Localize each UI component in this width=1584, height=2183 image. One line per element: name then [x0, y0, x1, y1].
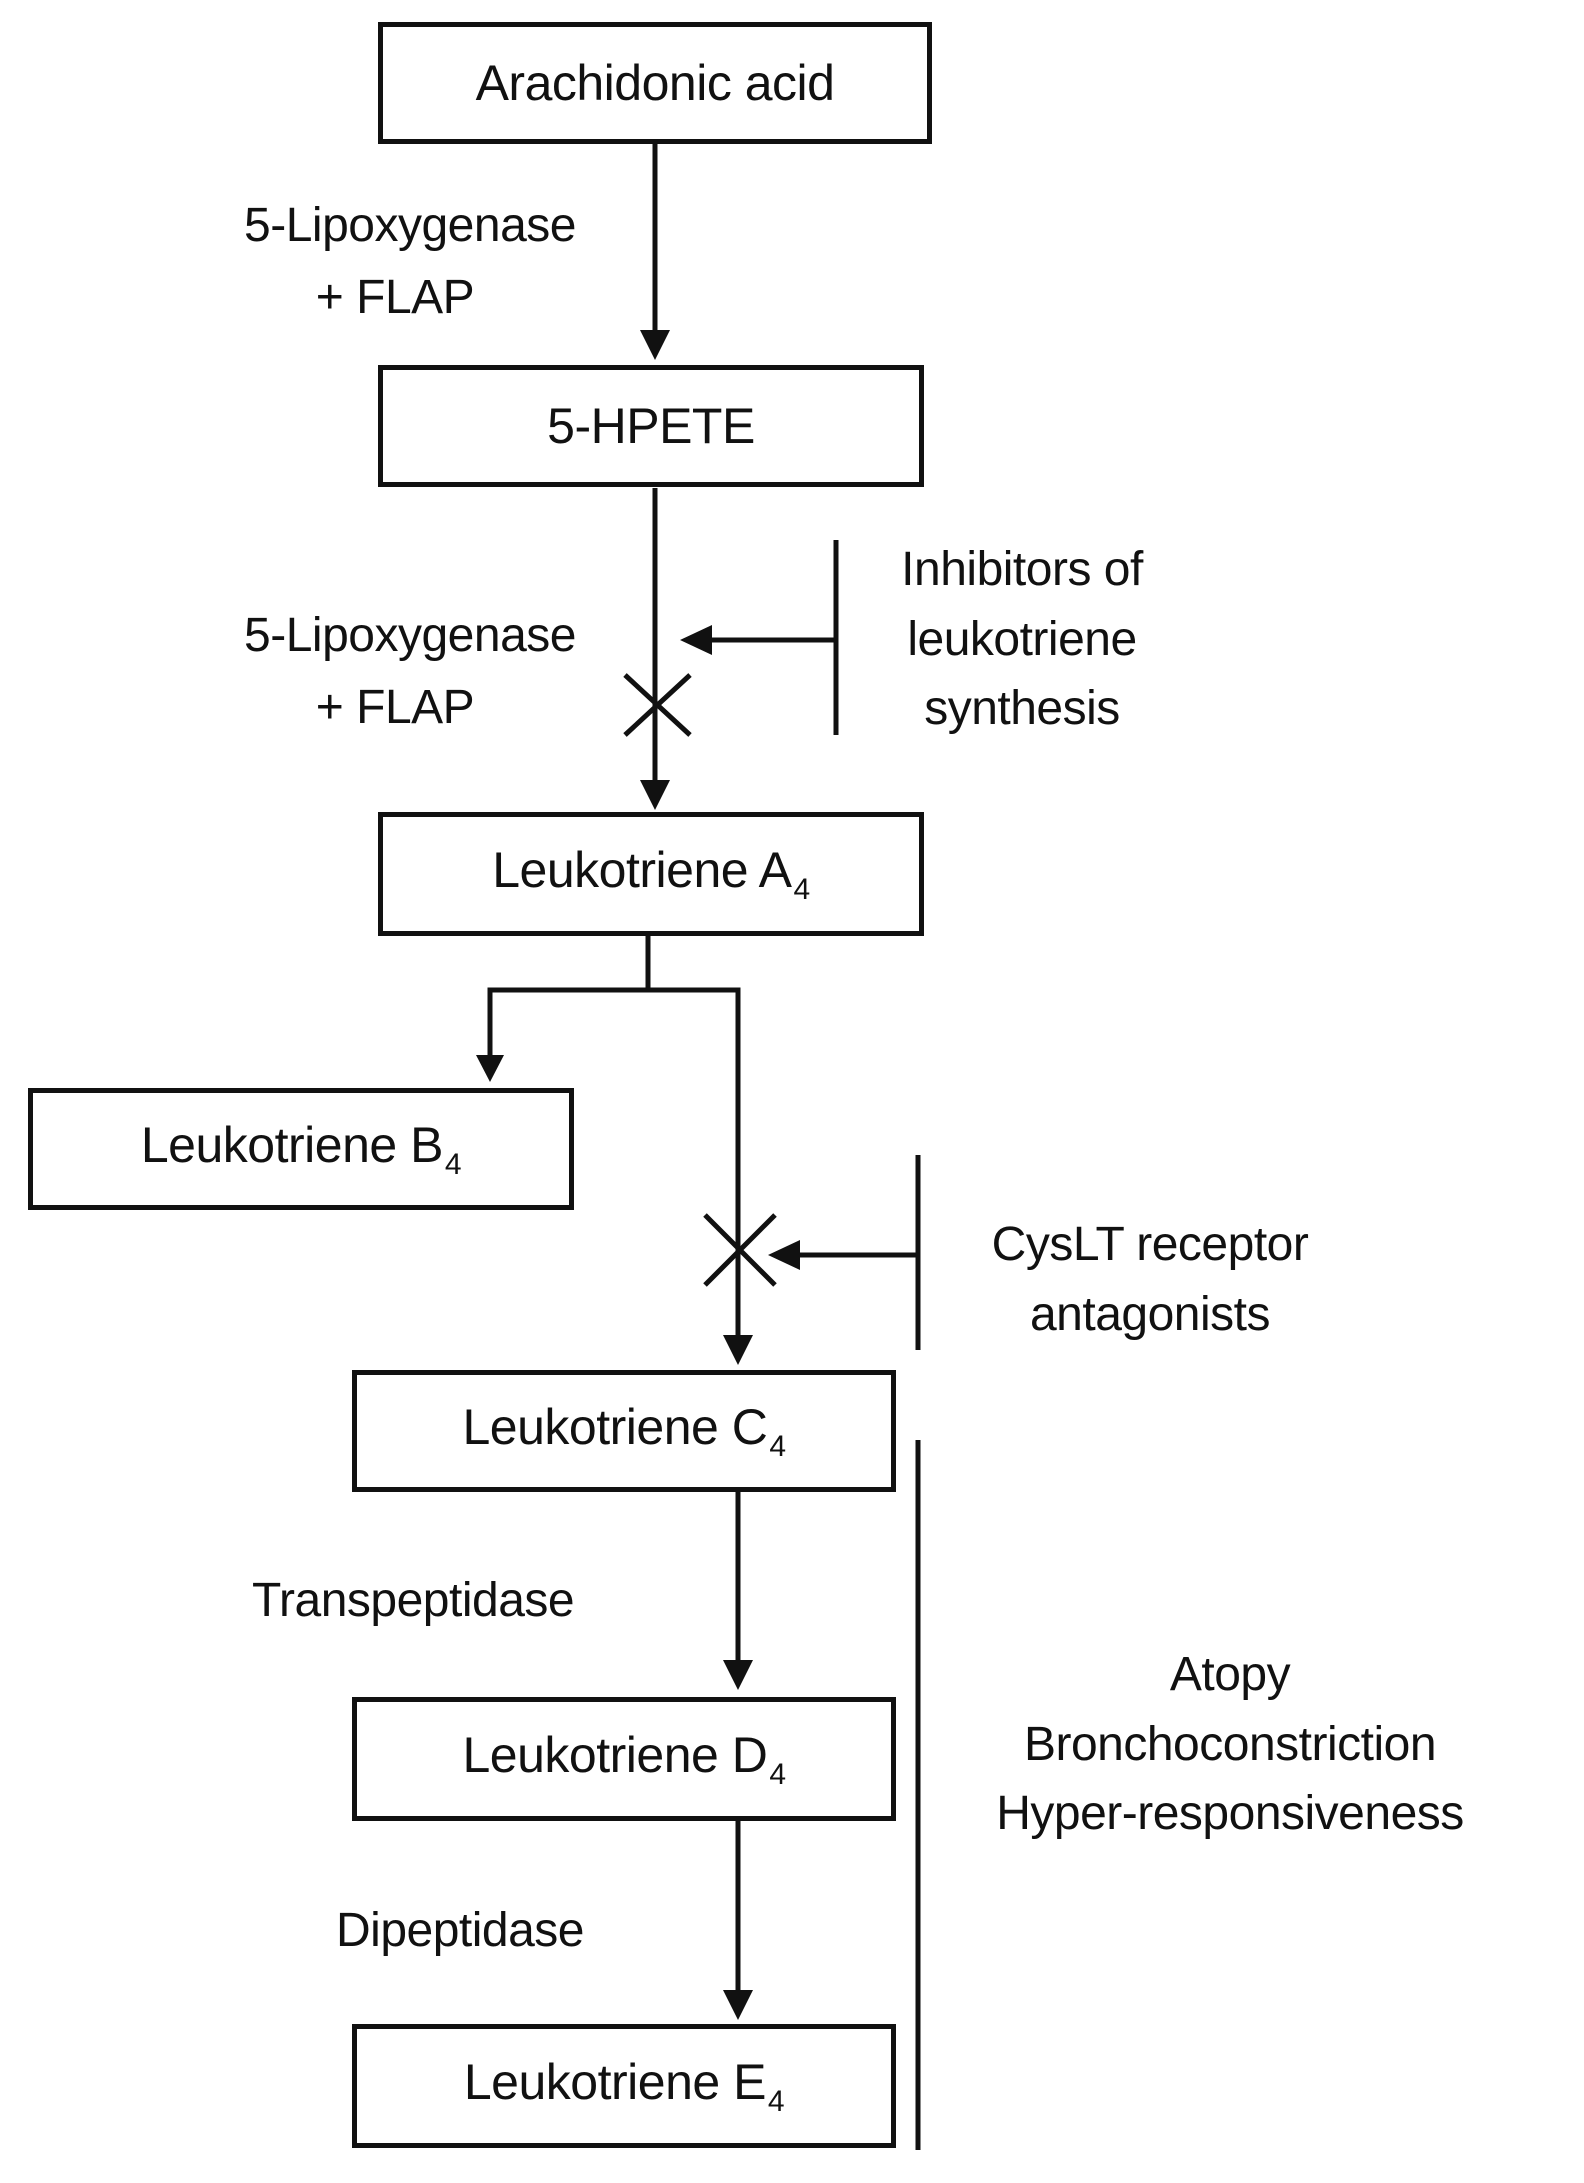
arrowhead-inhibitor-receptor [768, 1240, 800, 1270]
receptor-antagonists-line2: antagonists [1029, 1287, 1271, 1341]
arrowhead-hpete [640, 330, 670, 360]
subscript-a4: 4 [793, 873, 811, 906]
label-arachidonic-acid: Arachidonic acid [475, 55, 835, 111]
label-5-hpete: 5-HPETE [547, 398, 755, 454]
effects-label: Atopy Bronchoconstriction Hyper-responsi… [930, 1640, 1530, 1849]
box-leukotriene-a4: Leukotriene A4 [378, 812, 924, 936]
label-leukotriene-b4: Leukotriene B4 [140, 1117, 462, 1181]
box-leukotriene-e4: Leukotriene E4 [352, 2024, 896, 2148]
inhibitors-synthesis-line1: Inhibitors of [901, 543, 1143, 596]
arrowhead-lte4 [723, 1990, 753, 2020]
inhibitors-synthesis-line2: leukotriene [907, 612, 1137, 666]
block-x-mark-receptor [703, 1213, 777, 1287]
label-leukotriene-c4: Leukotriene C4 [462, 1399, 787, 1463]
enzyme-step2-line2: + FLAP [315, 681, 475, 734]
branch-lta4 [487, 935, 651, 1060]
box-leukotriene-d4: Leukotriene D4 [352, 1697, 896, 1821]
effect-atopy: Atopy [1169, 1648, 1291, 1701]
effect-bronchoconstriction: Bronchoconstriction [1023, 1717, 1437, 1771]
enzyme-step1-line2: + FLAP [315, 271, 475, 324]
arrowhead-ltc4 [723, 1335, 753, 1365]
enzyme-label-transpeptidase: Transpeptidase [252, 1574, 575, 1627]
enzyme-label-dipeptidase: Dipeptidase [336, 1904, 585, 1957]
receptor-antagonists-line1: CysLT receptor [991, 1218, 1309, 1271]
arrowhead-lta4 [640, 780, 670, 810]
label-leukotriene-d4: Leukotriene D4 [462, 1727, 787, 1791]
enzyme-step2-line1: 5-Lipoxygenase [244, 609, 576, 662]
subscript-b4: 4 [444, 1148, 462, 1181]
subscript-c4: 4 [769, 1430, 786, 1463]
box-leukotriene-c4: Leukotriene C4 [352, 1370, 896, 1492]
label-leukotriene-e4: Leukotriene E4 [463, 2054, 785, 2118]
box-5-hpete: 5-HPETE [378, 365, 924, 487]
effect-hyper-responsiveness: Hyper-responsiveness [996, 1787, 1464, 1841]
box-arachidonic-acid: Arachidonic acid [378, 22, 932, 144]
arrowhead-inhibitor-synthesis [680, 625, 712, 655]
subscript-e4: 4 [767, 2085, 785, 2118]
receptor-antagonists-label: CysLT receptor antagonists [940, 1210, 1360, 1349]
block-x-mark-synthesis [623, 673, 692, 737]
subscript-d4: 4 [769, 1758, 786, 1791]
box-leukotriene-b4: Leukotriene B4 [28, 1088, 574, 1210]
arrowhead-ltb4 [476, 1055, 504, 1082]
branch-lta4-right [648, 987, 741, 1340]
enzyme-label-step2: 5-Lipoxygenase + FLAP [190, 600, 630, 744]
inhibitors-synthesis-label: Inhibitors of leukotriene synthesis [852, 535, 1192, 744]
arrowhead-ltd4 [723, 1660, 753, 1690]
inhibitors-synthesis-line3: synthesis [924, 682, 1120, 736]
label-leukotriene-a4: Leukotriene A4 [492, 842, 811, 906]
enzyme-step1-line1: 5-Lipoxygenase [244, 199, 576, 252]
enzyme-label-step1: 5-Lipoxygenase + FLAP [190, 190, 630, 334]
